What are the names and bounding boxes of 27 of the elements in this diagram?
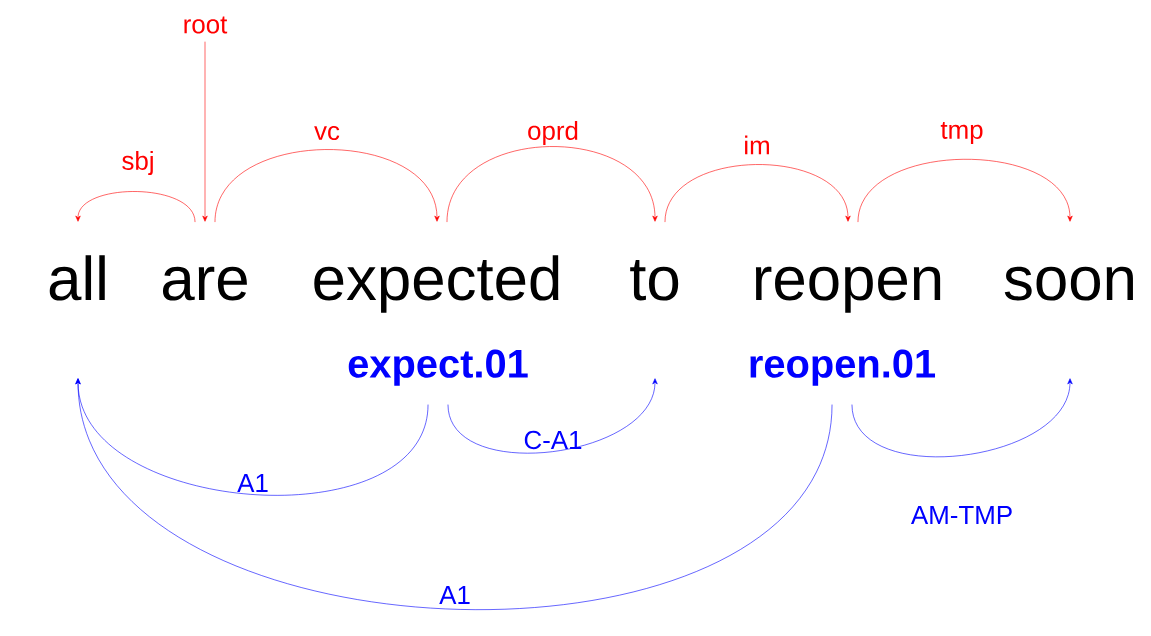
edge-label: A1 [439,586,470,604]
arrow [447,378,658,454]
arrow [851,378,1073,458]
edge-label: C-A1 [524,430,582,450]
arrow [202,41,208,222]
edge-label: oprd [528,120,578,146]
edge-label: im [745,135,769,155]
edge-label: sbj [122,150,153,176]
edge-label: vc [314,125,340,141]
root-label: root [184,16,228,34]
edge-label: A1 [237,474,268,492]
arrow [75,378,833,610]
word: all [49,255,105,301]
word: expected [314,255,559,313]
word: reopen [755,266,941,313]
word: are [163,266,247,301]
arrow [75,191,196,223]
arrow [664,164,851,223]
edge-label: tmp [940,121,983,145]
arrow [857,158,1073,223]
edge-label: AM-TMP [910,506,1012,524]
predicate-label: reopen.01 [750,349,935,386]
arrow [214,149,440,223]
predicate-label: expect.01 [348,349,528,386]
word: to [630,260,679,301]
word: soon [1004,266,1133,301]
arrow [446,146,658,223]
